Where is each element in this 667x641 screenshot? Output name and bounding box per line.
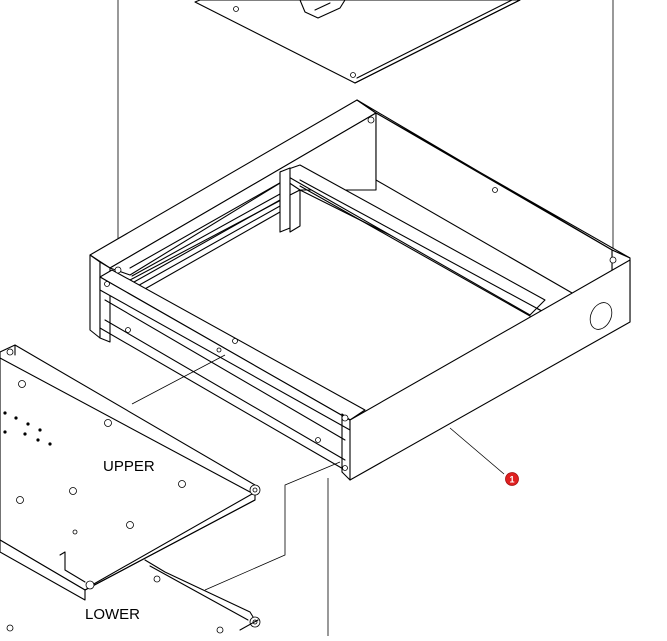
lower-tray — [6, 559, 261, 634]
upper-tray — [0, 344, 261, 601]
upper-label: UPPER — [103, 458, 155, 475]
top-cover-panel — [194, 0, 521, 84]
callout-leader — [449, 427, 505, 475]
assembly-line-lower — [204, 461, 341, 591]
callout-1: 1 — [505, 472, 519, 486]
lower-label: LOWER — [85, 606, 140, 623]
assembly-line-upper — [131, 354, 226, 405]
svg-text:1: 1 — [509, 475, 514, 485]
chassis-frame — [89, 99, 631, 481]
